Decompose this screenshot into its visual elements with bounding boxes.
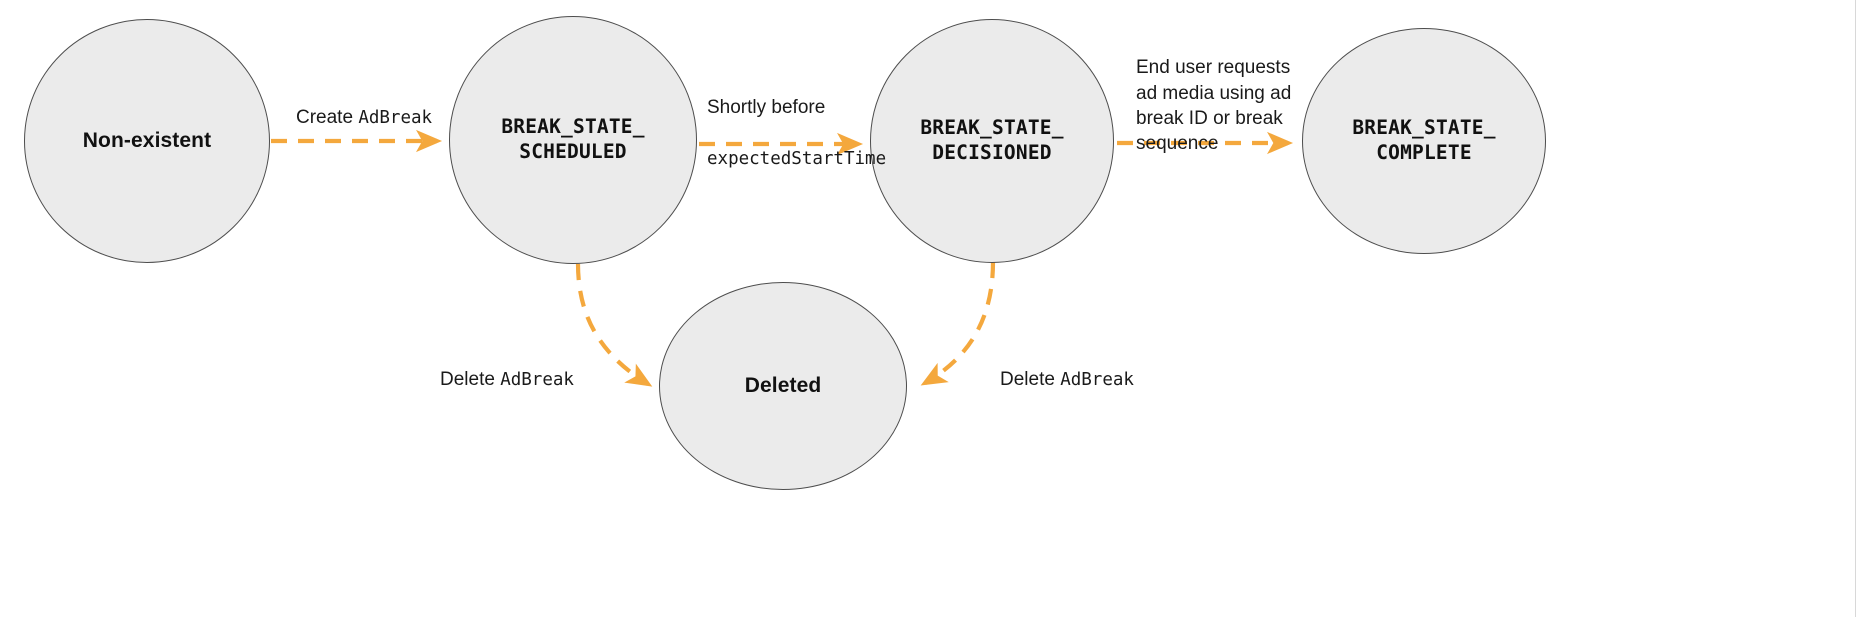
- state-node-non-existent[interactable]: Non-existent: [24, 19, 270, 263]
- state-node-break-state-scheduled[interactable]: BREAK_STATE_ SCHEDULED: [449, 16, 697, 264]
- page-edge-divider: [1855, 0, 1856, 617]
- edge-delete-adbreak-from-scheduled: [575, 263, 653, 387]
- state-node-deleted[interactable]: Deleted: [659, 282, 907, 490]
- state-node-break-state-complete[interactable]: BREAK_STATE_ COMPLETE: [1302, 28, 1546, 254]
- state-node-label: Deleted: [744, 373, 822, 397]
- state-node-label: BREAK_STATE_ DECISIONED: [920, 116, 1064, 164]
- state-node-label: BREAK_STATE_ SCHEDULED: [501, 115, 645, 163]
- state-node-label: BREAK_STATE_ COMPLETE: [1352, 116, 1496, 164]
- state-node-break-state-decisioned[interactable]: BREAK_STATE_ DECISIONED: [870, 19, 1114, 263]
- edge-delete-adbreak-from-decisioned: [920, 261, 996, 386]
- state-node-label: Non-existent: [82, 128, 212, 152]
